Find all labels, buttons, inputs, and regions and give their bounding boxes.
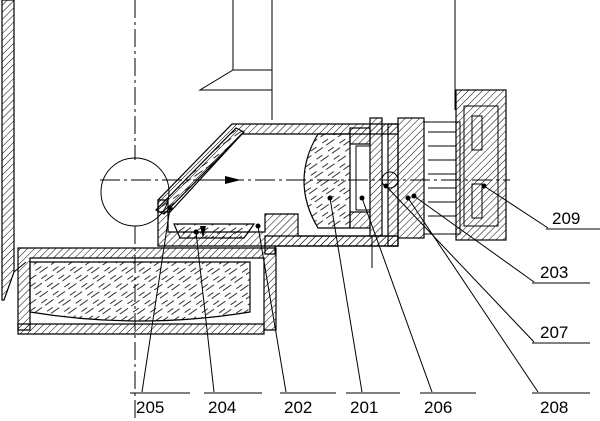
- reflector-205: [154, 127, 246, 215]
- base-plate: [264, 235, 399, 255]
- label-209: 209: [552, 209, 580, 228]
- label-208: 208: [540, 398, 568, 417]
- label-206: 206: [424, 398, 452, 417]
- label-207: 207: [540, 323, 568, 342]
- label-202: 202: [284, 398, 312, 417]
- lens-201: [303, 133, 351, 229]
- label-205: 205: [136, 398, 164, 417]
- label-underlines: [130, 228, 600, 394]
- label-201: 201: [350, 398, 378, 417]
- connector-box-209: [455, 89, 507, 241]
- label-203: 203: [540, 263, 568, 282]
- label-204: 204: [208, 398, 236, 417]
- lower-lens-assembly: [17, 247, 277, 335]
- leader-lines: [141, 185, 549, 393]
- prism-204: [173, 223, 256, 239]
- leader-dots: [167, 183, 487, 235]
- bracket-206: [349, 127, 373, 268]
- heat-sink-208: [423, 121, 461, 235]
- upper-guide-lines: [134, 0, 456, 160]
